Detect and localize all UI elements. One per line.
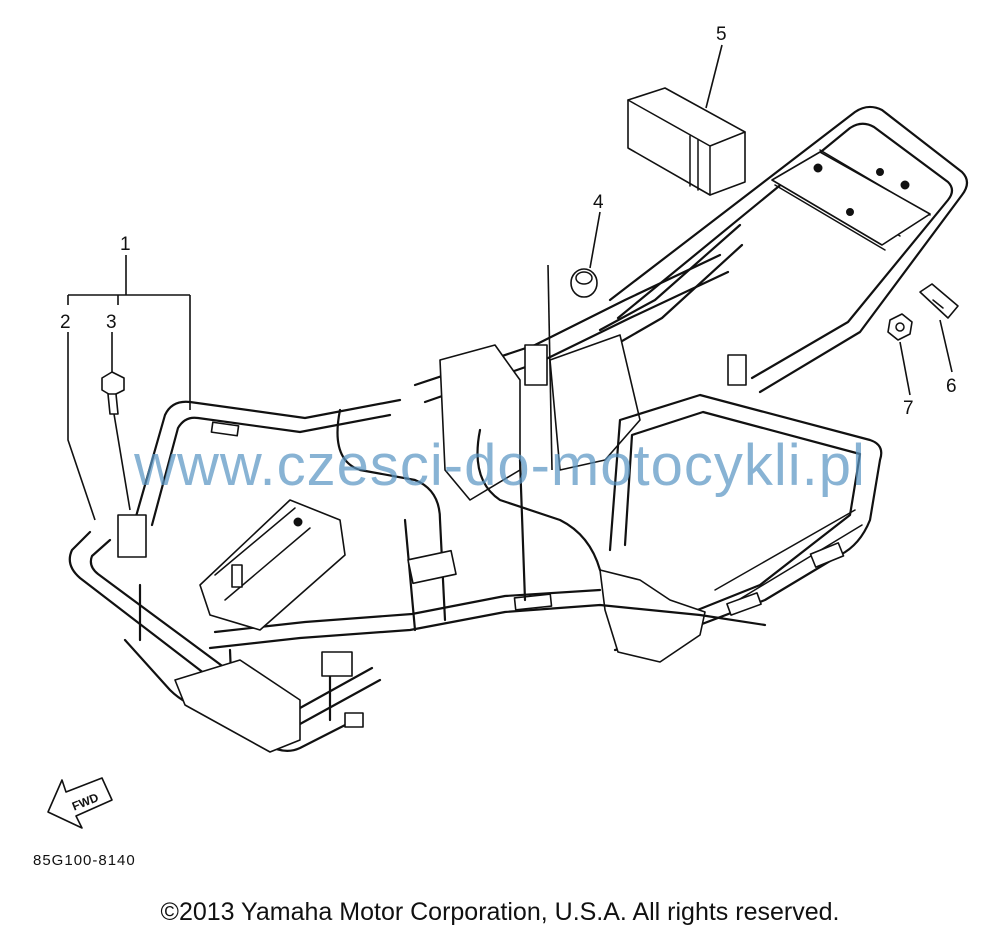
rear-downtube-left — [598, 223, 742, 332]
callout-5: 5 — [716, 24, 727, 45]
leader-4-hidden — [547, 264, 553, 471]
front-mount-block-2 — [321, 651, 353, 677]
grommet-inner — [575, 271, 593, 285]
right-post — [727, 354, 747, 386]
side-rail-bracket — [513, 593, 553, 611]
rear-rack-inner — [616, 122, 954, 380]
rear-downtube-right — [608, 243, 744, 350]
leader-3-lower — [113, 413, 131, 511]
front-skid — [174, 659, 301, 753]
callout-3: 3 — [106, 312, 117, 333]
front-tab-lower — [344, 712, 364, 728]
callout-1: 1 — [120, 234, 131, 255]
mid-loop-left — [336, 408, 447, 622]
tray-stud — [231, 564, 243, 588]
leader-6 — [939, 319, 953, 373]
leader-7 — [899, 341, 911, 396]
mid-vertical-left — [403, 518, 417, 632]
leader-2 — [67, 332, 96, 521]
rear-rack-outer — [608, 105, 969, 394]
callout-leaders — [67, 44, 953, 521]
callout-4: 4 — [593, 192, 604, 213]
front-mount-block — [117, 514, 147, 558]
clip-body — [919, 283, 959, 319]
leader-5 — [705, 44, 723, 109]
floor-frame-inner — [623, 410, 862, 627]
tray-bolt — [293, 517, 303, 527]
skid-plate — [599, 569, 706, 663]
center-gusset — [439, 344, 521, 501]
nut-hole — [895, 322, 905, 332]
callout-7: 7 — [903, 398, 914, 419]
leader-1-bracket — [67, 255, 191, 410]
footrest-tab — [809, 542, 845, 568]
callout-6: 6 — [946, 376, 957, 397]
leader-4 — [589, 211, 601, 269]
rack-hole — [813, 163, 823, 173]
cover-top-edge — [627, 99, 746, 196]
bolt-shank — [107, 393, 119, 415]
center-bracket — [524, 344, 548, 386]
center-block — [549, 334, 641, 471]
rear-rack-plate — [771, 151, 931, 246]
rack-hole — [846, 208, 854, 216]
bolt-head — [101, 371, 125, 397]
footrest-rail — [714, 509, 863, 606]
fwd-arrow: FWD — [47, 777, 113, 829]
rack-hole — [900, 180, 910, 190]
upper-hoop-tab — [210, 421, 240, 437]
part-5-cover — [627, 87, 746, 196]
mid-vertical-right — [518, 458, 527, 602]
electrical-tray — [199, 499, 346, 631]
mid-loop-right — [476, 428, 602, 572]
cover-band — [689, 135, 699, 191]
clip-hole — [932, 299, 944, 309]
part-7-nut — [887, 313, 913, 341]
part-4-grommet — [570, 268, 598, 298]
grommet-outer — [570, 268, 598, 298]
lower-side-rail — [208, 603, 767, 650]
fwd-arrow-icon — [47, 777, 113, 829]
nut-hex — [887, 313, 913, 341]
footrest-tab — [726, 592, 762, 616]
callout-2: 2 — [60, 312, 71, 333]
frame-assembly — [68, 105, 969, 753]
cover-body — [627, 87, 746, 196]
front-upper-hoop-inner — [150, 413, 392, 527]
part-6-clip — [919, 283, 959, 319]
lower-side-rail-inner — [213, 588, 602, 634]
drawing-code: 85G100-8140 — [33, 852, 136, 869]
mid-plate — [407, 549, 457, 585]
rack-hole — [876, 168, 884, 176]
electrical-tray-edge — [214, 507, 311, 601]
copyright-notice: ©2013 Yamaha Motor Corporation, U.S.A. A… — [160, 898, 840, 926]
front-upper-hoop — [133, 398, 402, 522]
part-3-bolt — [101, 371, 125, 415]
